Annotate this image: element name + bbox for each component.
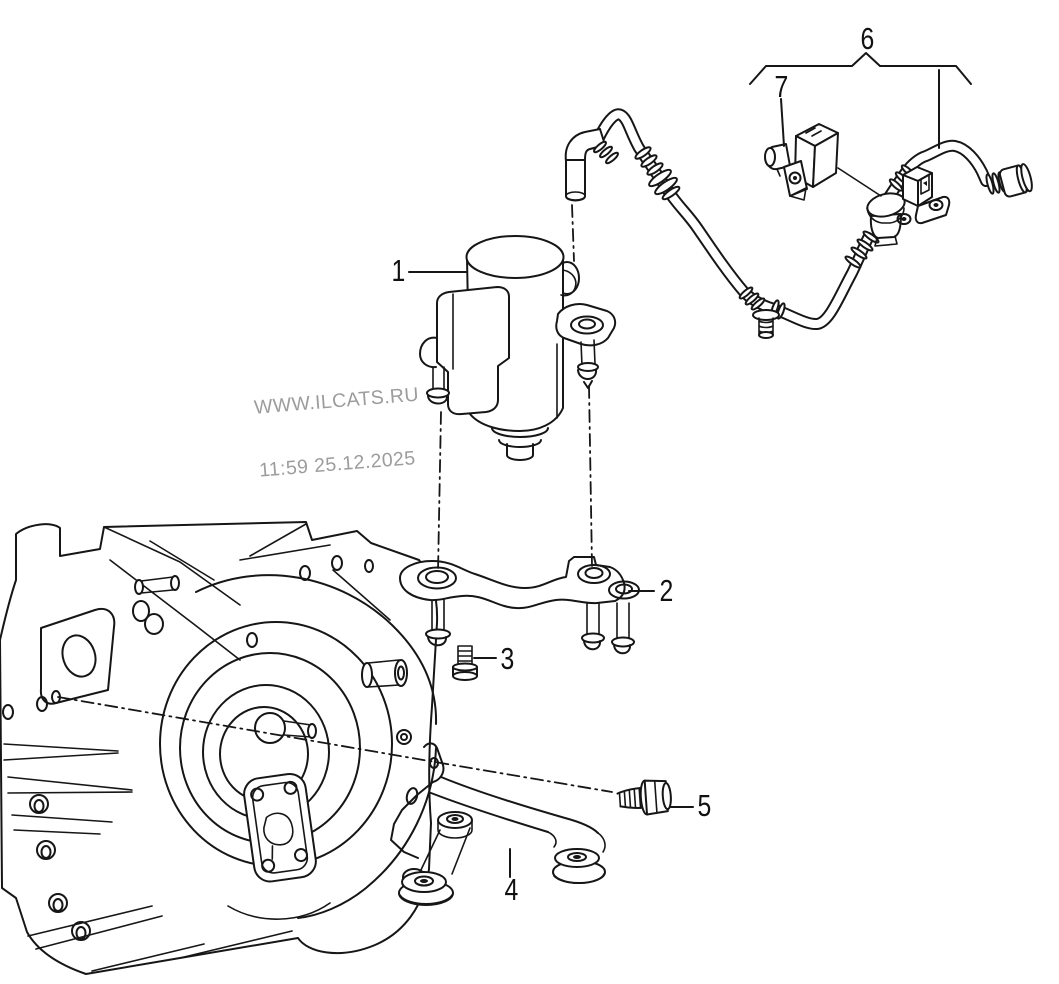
callout-3[interactable]: 3 [500, 641, 515, 676]
support-bracket-drawing [390, 742, 606, 906]
pump-bracket-drawing [399, 556, 640, 655]
hose-end-fitting [998, 163, 1033, 198]
callout-5[interactable]: 5 [697, 788, 712, 823]
engine-transmission-drawing [0, 521, 439, 975]
watermark: WWW.ILCATS.RU 11:59 25.12.2025 [250, 343, 428, 524]
alignment-dash-lines [57, 204, 613, 793]
hose-branch-fitting [752, 309, 780, 339]
callout-6[interactable]: 6 [860, 21, 875, 56]
watermark-timestamp: 11:59 25.12.2025 [258, 447, 417, 482]
sensor-drawing [764, 123, 839, 201]
callout-leader-lines [408, 52, 972, 878]
callout-2[interactable]: 2 [659, 573, 674, 608]
callout-7[interactable]: 7 [774, 69, 789, 104]
flange-bolt-drawing [616, 779, 672, 816]
valve-drawing [866, 166, 951, 247]
hose-assembly-drawing [564, 108, 1033, 339]
callout-4[interactable]: 4 [504, 872, 519, 907]
callout-1[interactable]: 1 [391, 253, 406, 288]
small-bolt-drawing [452, 645, 478, 681]
vacuum-pump-drawing [419, 235, 617, 461]
watermark-site: WWW.ILCATS.RU [253, 383, 420, 419]
